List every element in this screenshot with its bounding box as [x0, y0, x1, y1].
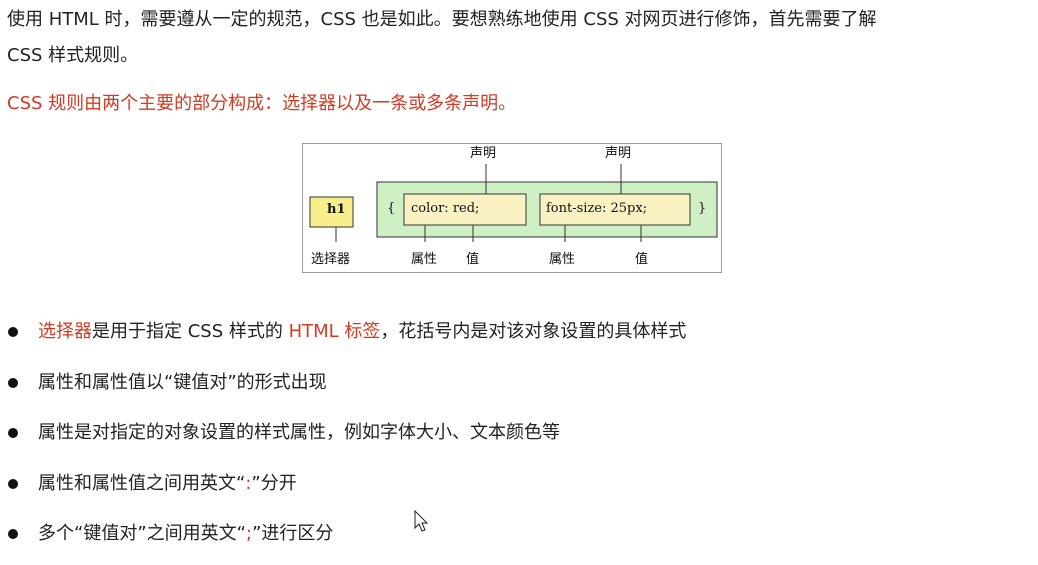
intro-line-2: CSS 样式规则。 — [7, 45, 139, 66]
selector-label: 选择器 — [311, 252, 351, 267]
declaration-1-text: color: red; — [411, 201, 480, 216]
bullet-text-part: 属性是对指定的对象设置的样式属性，例如字体大小、文本颜色等 — [38, 422, 560, 443]
bullet-text: 属性是对指定的对象设置的样式属性，例如字体大小、文本颜色等 — [38, 413, 560, 453]
bullet-text-part: 属性和属性值以“键值对”的形式出现 — [38, 371, 327, 393]
bullet-text-part: ”分开 — [251, 472, 297, 494]
bullet-dot-icon — [8, 377, 18, 388]
bullet-text-part: 属性和属性值之间用英文“ — [38, 472, 246, 494]
property-label-1: 属性 — [411, 252, 438, 267]
bullet-text: 选择器是用于指定 CSS 样式的 HTML 标签，花括号内是对该对象设置的具体样… — [38, 312, 686, 352]
bullet-text: 属性和属性值以“键值对”的形式出现 — [38, 363, 327, 403]
bullet-text-part: ”进行区分 — [252, 523, 334, 544]
diagram-shapes — [309, 164, 718, 242]
declaration-2-text: font-size: 25px; — [546, 201, 648, 216]
bullet-dot-icon — [8, 529, 18, 539]
list-item: 选择器是用于指定 CSS 样式的 HTML 标签，花括号内是对该对象设置的具体样… — [0, 312, 1038, 363]
bullet-text: 多个“键值对”之间用英文“;”进行区分 — [38, 514, 333, 554]
declaration-box-1 — [403, 193, 527, 226]
close-brace: } — [698, 201, 707, 216]
intro-line-1: 使用 HTML 时，需要遵从一定的规范，CSS 也是如此。要想熟练地使用 CSS… — [7, 9, 877, 30]
list-item: 属性和属性值以“键值对”的形式出现 — [0, 363, 1038, 414]
bullet-text-part: HTML 标签 — [288, 321, 381, 342]
bullet-text-part: 多个“键值对”之间用英文“ — [38, 523, 246, 544]
property-label-2: 属性 — [549, 252, 576, 267]
bullet-text-part: ，花括号内是对该对象设置的具体样式 — [380, 321, 687, 342]
bullet-dot-icon — [8, 327, 18, 337]
list-item: 多个“键值对”之间用英文“;”进行区分 — [0, 514, 1038, 565]
bullet-dot-icon — [8, 478, 18, 489]
list-item: 属性是对指定的对象设置的样式属性，例如字体大小、文本颜色等 — [0, 413, 1038, 464]
bullet-list: 选择器是用于指定 CSS 样式的 HTML 标签，花括号内是对该对象设置的具体样… — [0, 312, 1038, 565]
bullet-text-part: 是用于指定 CSS 样式的 — [92, 321, 289, 342]
intro-paragraph: 使用 HTML 时，需要遵从一定的规范，CSS 也是如此。要想熟练地使用 CSS… — [7, 2, 1027, 74]
value-label-1: 值 — [466, 252, 480, 267]
list-item: 属性和属性值之间用英文“:”分开 — [0, 464, 1038, 515]
open-brace: { — [387, 201, 396, 216]
bullet-text-part: : — [245, 472, 252, 494]
selector-text: h1 — [327, 202, 346, 217]
mouse-cursor-icon — [414, 510, 429, 532]
bullet-dot-icon — [8, 428, 18, 438]
declaration-box-2 — [539, 193, 691, 226]
rule-statement: CSS 规则由两个主要的部分构成：选择器以及一条或多条声明。 — [7, 93, 517, 114]
bullet-text: 属性和属性值之间用英文“:”分开 — [38, 464, 297, 504]
declaration-label-1: 声明 — [470, 146, 497, 161]
css-rule-diagram: 声明 声明 h1 { color: red; font-size: 25px; … — [302, 143, 722, 273]
bullet-text-part: 选择器 — [38, 321, 92, 342]
bullet-text-part: ; — [245, 523, 253, 544]
value-label-2: 值 — [635, 252, 649, 267]
declaration-label-2: 声明 — [605, 146, 632, 161]
selector-box — [309, 196, 354, 228]
